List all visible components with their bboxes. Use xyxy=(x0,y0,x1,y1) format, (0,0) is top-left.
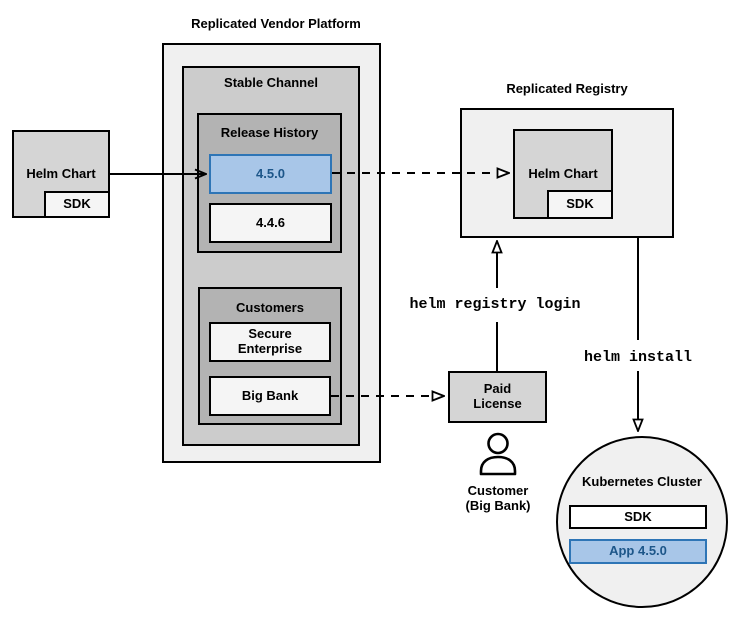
cluster-sdk-box: SDK xyxy=(569,505,707,529)
person-outline-icon xyxy=(479,432,517,476)
helm-install-label: helm install xyxy=(583,349,693,366)
helm-chart-source-sdk-label: SDK xyxy=(63,196,91,212)
kubernetes-cluster-title: Kubernetes Cluster xyxy=(582,474,702,489)
customer-secure-enterprise-label: Secure Enterprise xyxy=(237,326,303,356)
helm-registry-login-label: helm registry login xyxy=(409,296,581,313)
customer-secure-enterprise-box: Secure Enterprise xyxy=(209,322,331,362)
helm-chart-source-sdk-box: SDK xyxy=(44,191,110,218)
customer-big-bank-box: Big Bank xyxy=(209,376,331,416)
paid-license-label: Paid License xyxy=(473,381,522,411)
release-version-450-label: 4.5.0 xyxy=(256,165,285,181)
cluster-app-box: App 4.5.0 xyxy=(569,539,707,564)
customer-caption-line1: Customer xyxy=(467,483,529,498)
cluster-sdk-label: SDK xyxy=(624,508,652,524)
registry-sdk-label: SDK xyxy=(566,196,594,212)
helm-chart-source-label: Helm Chart xyxy=(26,165,96,181)
customer-big-bank-label: Big Bank xyxy=(241,387,299,403)
registry-sdk-box: SDK xyxy=(547,190,613,219)
paid-license-box: Paid License xyxy=(448,371,547,423)
customers-label: Customers xyxy=(236,300,304,315)
cluster-app-label: App 4.5.0 xyxy=(609,543,667,559)
customer-caption: Customer (Big Bank) xyxy=(448,483,548,513)
customer-caption-line2: (Big Bank) xyxy=(465,498,531,513)
stable-channel-label: Stable Channel xyxy=(224,75,318,90)
replicated-registry-title: Replicated Registry xyxy=(506,81,628,96)
release-version-446-box: 4.4.6 xyxy=(209,203,332,243)
release-version-446-label: 4.4.6 xyxy=(256,214,285,230)
release-history-label: Release History xyxy=(220,125,319,140)
release-version-450-box: 4.5.0 xyxy=(209,154,332,194)
registry-helm-chart-label: Helm Chart xyxy=(528,165,598,181)
vendor-platform-title: Replicated Vendor Platform xyxy=(191,16,361,31)
